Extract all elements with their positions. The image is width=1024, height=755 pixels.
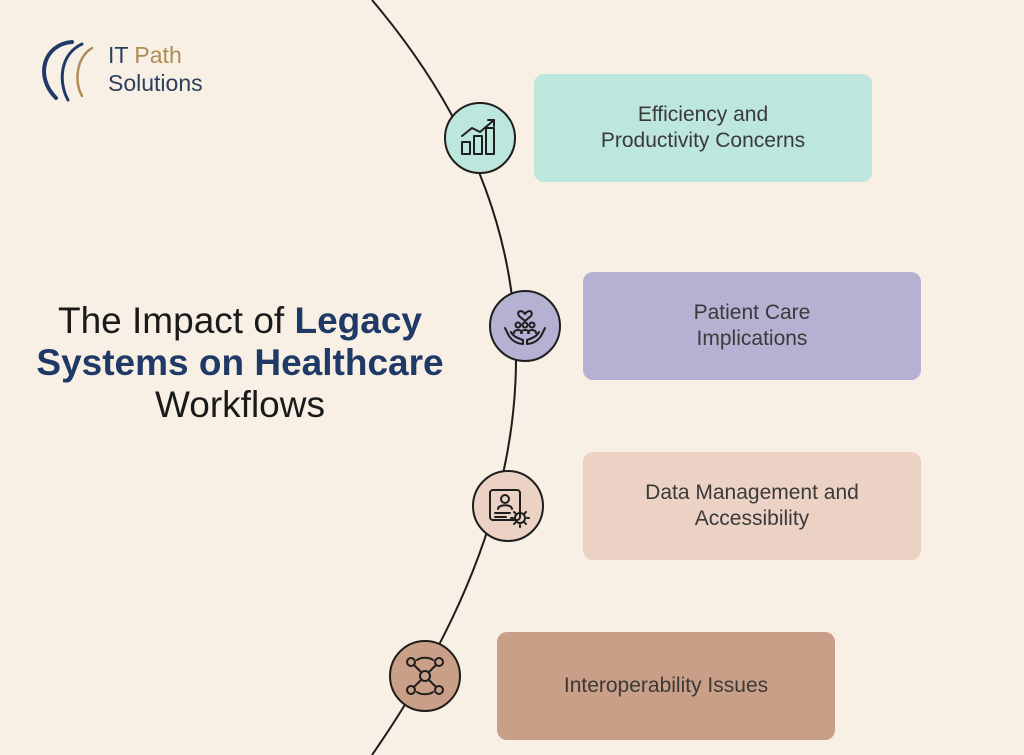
title-highlight: Legacy Systems on Healthcare — [36, 300, 444, 383]
company-logo: IT Path Solutions — [32, 36, 222, 106]
logo-text-line1: IT Path — [108, 42, 182, 68]
title-part3: Workflows — [155, 384, 325, 425]
title-part1: The Impact of — [57, 300, 295, 341]
node-patient-care — [489, 290, 561, 362]
node-interoperability — [389, 640, 461, 712]
bar-chart-growth-icon — [461, 119, 495, 155]
network-nodes-icon — [406, 656, 444, 696]
logo-mark-icon — [42, 40, 94, 102]
logo-text-line2: Solutions — [108, 70, 203, 96]
card-interoperability: Interoperability Issues — [497, 632, 835, 740]
card-efficiency: Efficiency and Productivity Concerns — [534, 74, 872, 182]
node-data-management — [472, 470, 544, 542]
card-patient-care: Patient Care Implications — [583, 272, 921, 380]
profile-settings-icon — [489, 489, 530, 528]
page-title: The Impact of Legacy Systems on Healthca… — [20, 300, 460, 426]
caring-hands-icon — [504, 310, 546, 345]
node-efficiency — [444, 102, 516, 174]
card-data-management: Data Management and Accessibility — [583, 452, 921, 560]
